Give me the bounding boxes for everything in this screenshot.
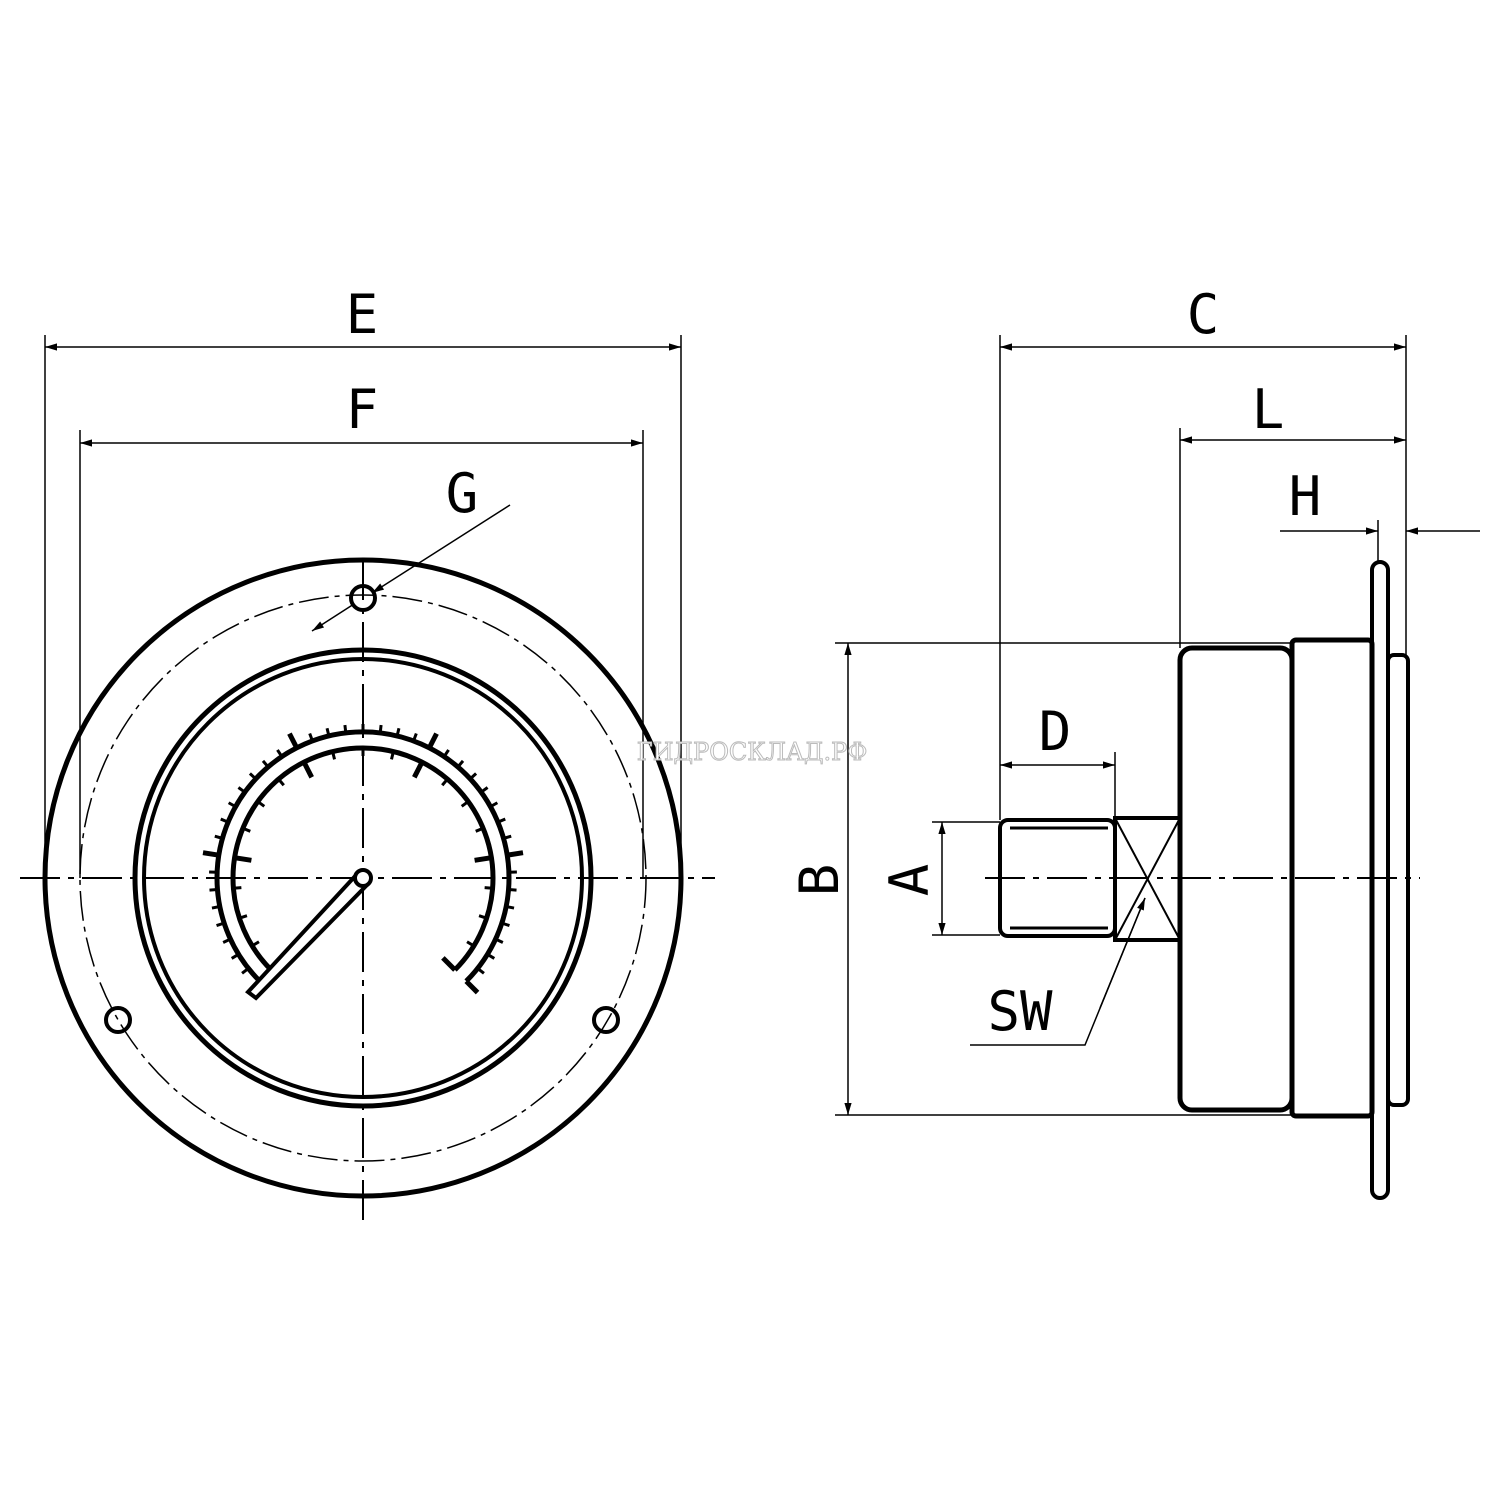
minor-tick	[442, 749, 450, 758]
minor-tick	[478, 914, 488, 920]
label-f: F	[346, 378, 379, 441]
major-tick	[202, 850, 220, 858]
major-tick	[301, 761, 314, 779]
minor-tick	[395, 727, 401, 737]
minor-tick	[261, 759, 270, 768]
minor-tick	[456, 759, 465, 768]
minor-tick	[308, 732, 314, 742]
minor-tick	[233, 886, 242, 890]
label-l: L	[1252, 378, 1285, 441]
minor-tick	[237, 786, 246, 794]
minor-tick	[378, 724, 383, 734]
minor-tick	[242, 826, 251, 833]
label-g: G	[446, 462, 479, 525]
bolt-circle	[79, 594, 647, 1162]
minor-tick	[460, 800, 470, 808]
minor-tick	[209, 887, 218, 892]
minor-tick	[412, 732, 418, 742]
minor-tick	[230, 953, 240, 960]
minor-tick	[325, 727, 331, 737]
minor-tick	[505, 905, 515, 910]
major-tick	[464, 979, 480, 995]
minor-tick	[441, 778, 449, 787]
minor-tick	[331, 751, 336, 760]
major-tick	[412, 761, 425, 779]
label-d: D	[1039, 700, 1072, 763]
major-tick	[506, 850, 524, 858]
minor-tick	[390, 751, 395, 760]
label-e: E	[346, 283, 379, 346]
minor-tick	[343, 724, 348, 734]
dim-leader-g	[371, 504, 511, 594]
gauge-needle	[245, 870, 371, 1001]
minor-tick	[486, 953, 496, 960]
minor-tick	[220, 817, 229, 824]
minor-tick	[214, 834, 223, 840]
needle-hub	[353, 868, 373, 888]
minor-tick	[251, 940, 260, 948]
minor-tick	[277, 778, 285, 787]
minor-tick	[276, 749, 284, 758]
bezel-inner	[142, 657, 584, 1099]
minor-tick	[238, 914, 248, 920]
minor-tick	[503, 834, 512, 840]
minor-tick	[222, 937, 232, 944]
major-tick	[427, 732, 439, 750]
dimensions	[44, 335, 1480, 1116]
major-tick	[474, 855, 492, 863]
major-tick	[287, 732, 299, 750]
minor-tick	[489, 801, 499, 808]
thread-connection	[998, 818, 1117, 938]
label-h: H	[1289, 465, 1322, 528]
minor-tick	[494, 937, 504, 944]
major-tick	[234, 855, 252, 863]
label-c: C	[1187, 283, 1220, 346]
minor-tick	[248, 772, 257, 780]
minor-tick	[216, 921, 225, 928]
mounting-hole-left	[104, 1006, 132, 1034]
label-b: B	[788, 864, 851, 897]
minor-tick	[475, 826, 484, 833]
dial-scale-outer-arc	[214, 729, 512, 983]
hex-cross-line	[1114, 817, 1181, 941]
minor-tick	[469, 772, 478, 780]
minor-tick	[484, 886, 493, 890]
minor-tick	[501, 921, 510, 928]
minor-tick	[256, 800, 266, 808]
minor-tick	[480, 786, 489, 794]
mounting-hole-right	[592, 1006, 620, 1034]
mounting-hole-top	[349, 584, 377, 612]
minor-tick	[241, 967, 250, 975]
front-view	[20, 557, 715, 1225]
minor-tick	[476, 967, 485, 975]
minor-tick	[227, 801, 237, 808]
label-sw: SW	[987, 980, 1053, 1043]
minor-tick	[497, 817, 506, 824]
minor-tick	[466, 940, 475, 948]
minor-tick	[508, 887, 517, 892]
side-view	[985, 560, 1420, 1200]
major-tick	[441, 956, 457, 972]
bezel-outer	[132, 647, 594, 1109]
label-a: A	[878, 864, 941, 897]
minor-tick	[211, 905, 221, 910]
watermark: ГИДРОСКЛАД.РФ	[637, 738, 868, 766]
front-glass	[1386, 653, 1410, 1107]
